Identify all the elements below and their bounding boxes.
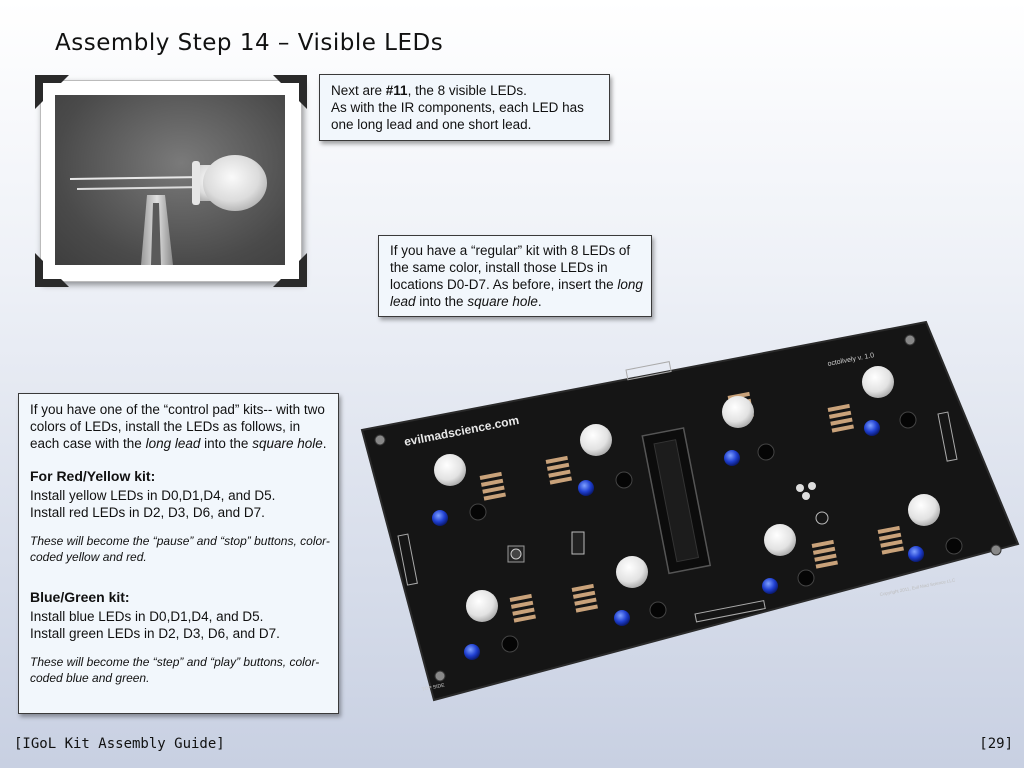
ic-socket: [641, 427, 712, 575]
led-photo-frame: [35, 75, 307, 287]
red-yellow-line1: Install yellow LEDs in D0,D1,D4, and D5.: [30, 488, 276, 503]
photo-corner-icon: [273, 253, 307, 287]
led-photo: [55, 95, 285, 265]
photo-corner-icon: [35, 253, 69, 287]
note-visible-leds-line1: Next are #11, the 8 visible LEDs.: [331, 83, 527, 98]
note-regular-kit: If you have a “regular” kit with 8 LEDs …: [378, 235, 652, 317]
page-title: Assembly Step 14 – Visible LEDs: [55, 30, 444, 56]
blue-ir-leds: [432, 420, 924, 660]
blue-green-line1: Install blue LEDs in D0,D1,D4, and D5.: [30, 609, 264, 624]
pin-header: [397, 361, 958, 623]
black-sensors: [469, 411, 963, 653]
note-visible-leds-line2: As with the IR components, each LED has …: [331, 100, 584, 132]
note-visible-leds: Next are #11, the 8 visible LEDs. As wit…: [319, 74, 610, 141]
blue-green-line2: Install green LEDs in D2, D3, D6, and D7…: [30, 626, 280, 641]
red-yellow-note: These will become the “pause” and “stop”…: [30, 534, 330, 564]
red-yellow-heading: For Red/Yellow kit:: [30, 468, 156, 484]
blue-green-note: These will become the “step” and “play” …: [30, 655, 320, 685]
small-components: [571, 482, 829, 555]
led-photo-image: [69, 155, 267, 265]
red-yellow-line2: Install red LEDs in D2, D3, D6, and D7.: [30, 505, 265, 520]
silkscreen-copyright: Copyright 2011, Evil Mad Science LLC: [879, 577, 956, 597]
note-control-pad-intro: If you have one of the “control pad” kit…: [30, 402, 327, 451]
footer-page-number: [29]: [979, 736, 1013, 752]
pushbutton: [507, 545, 525, 563]
circuit-board-photo: evilmadscience.com octolively v. 1.0 Cop…: [360, 320, 1020, 702]
photo-corner-icon: [35, 75, 69, 109]
photo-corner-icon: [273, 75, 307, 109]
blue-green-heading: Blue/Green kit:: [30, 589, 130, 605]
note-control-pad-kit: If you have one of the “control pad” kit…: [18, 393, 339, 714]
resistors: [479, 391, 904, 623]
silkscreen-top: TOP SIDE: [421, 683, 446, 693]
white-leds: [434, 366, 940, 622]
footer-guide-name: [IGoL Kit Assembly Guide]: [14, 736, 225, 752]
note-regular-kit-text: If you have a “regular” kit with 8 LEDs …: [390, 243, 643, 309]
